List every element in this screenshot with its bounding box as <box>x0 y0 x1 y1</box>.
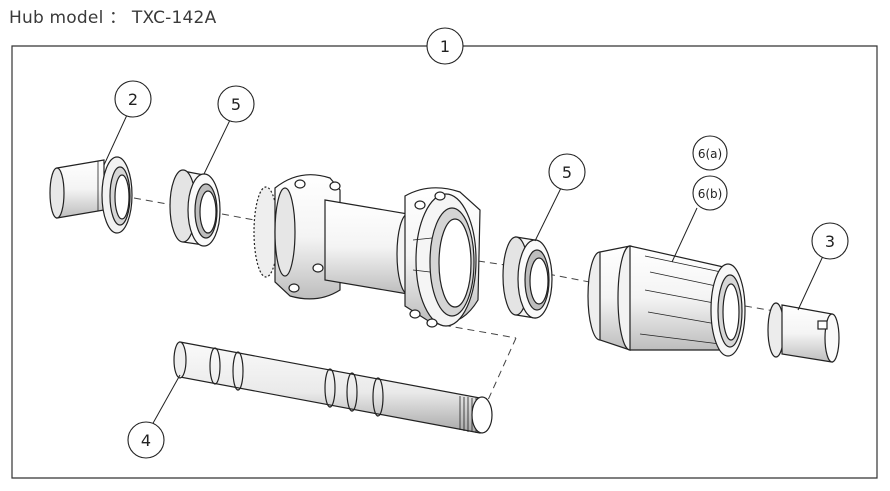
callout-6b-label: 6(b) <box>698 187 723 201</box>
left-end-cap <box>49 156 133 234</box>
right-bearing <box>502 236 553 319</box>
callout-5-right-label: 5 <box>562 163 572 182</box>
callout-1-label: 1 <box>440 37 450 56</box>
callout-5-right: 5 <box>548 153 586 191</box>
callout-6a-label: 6(a) <box>698 147 722 161</box>
title-label: Hub model <box>9 8 104 28</box>
callout-3-label: 3 <box>825 232 835 251</box>
callout-5-left: 5 <box>217 85 255 123</box>
model-number: TXC-142A <box>131 8 217 28</box>
leader-lines <box>103 114 824 426</box>
callout-2: 2 <box>114 80 152 118</box>
callout-2-label: 2 <box>128 90 138 109</box>
axle <box>173 341 493 434</box>
hub-body <box>253 174 481 328</box>
assembly-frame <box>11 45 878 479</box>
callout-6b: 6(b) <box>692 175 728 211</box>
left-bearing <box>169 169 221 247</box>
callout-5-left-label: 5 <box>231 95 241 114</box>
callout-1: 1 <box>426 27 464 65</box>
callout-4: 4 <box>127 421 165 459</box>
callout-4-label: 4 <box>141 431 151 450</box>
title-separator: ： <box>109 8 127 28</box>
freehub-body <box>587 245 746 357</box>
hub-model-title: Hub model ： TXC-142A <box>9 3 216 28</box>
callout-6a: 6(a) <box>692 135 728 171</box>
callout-3: 3 <box>811 222 849 260</box>
right-end-cap <box>767 302 840 363</box>
